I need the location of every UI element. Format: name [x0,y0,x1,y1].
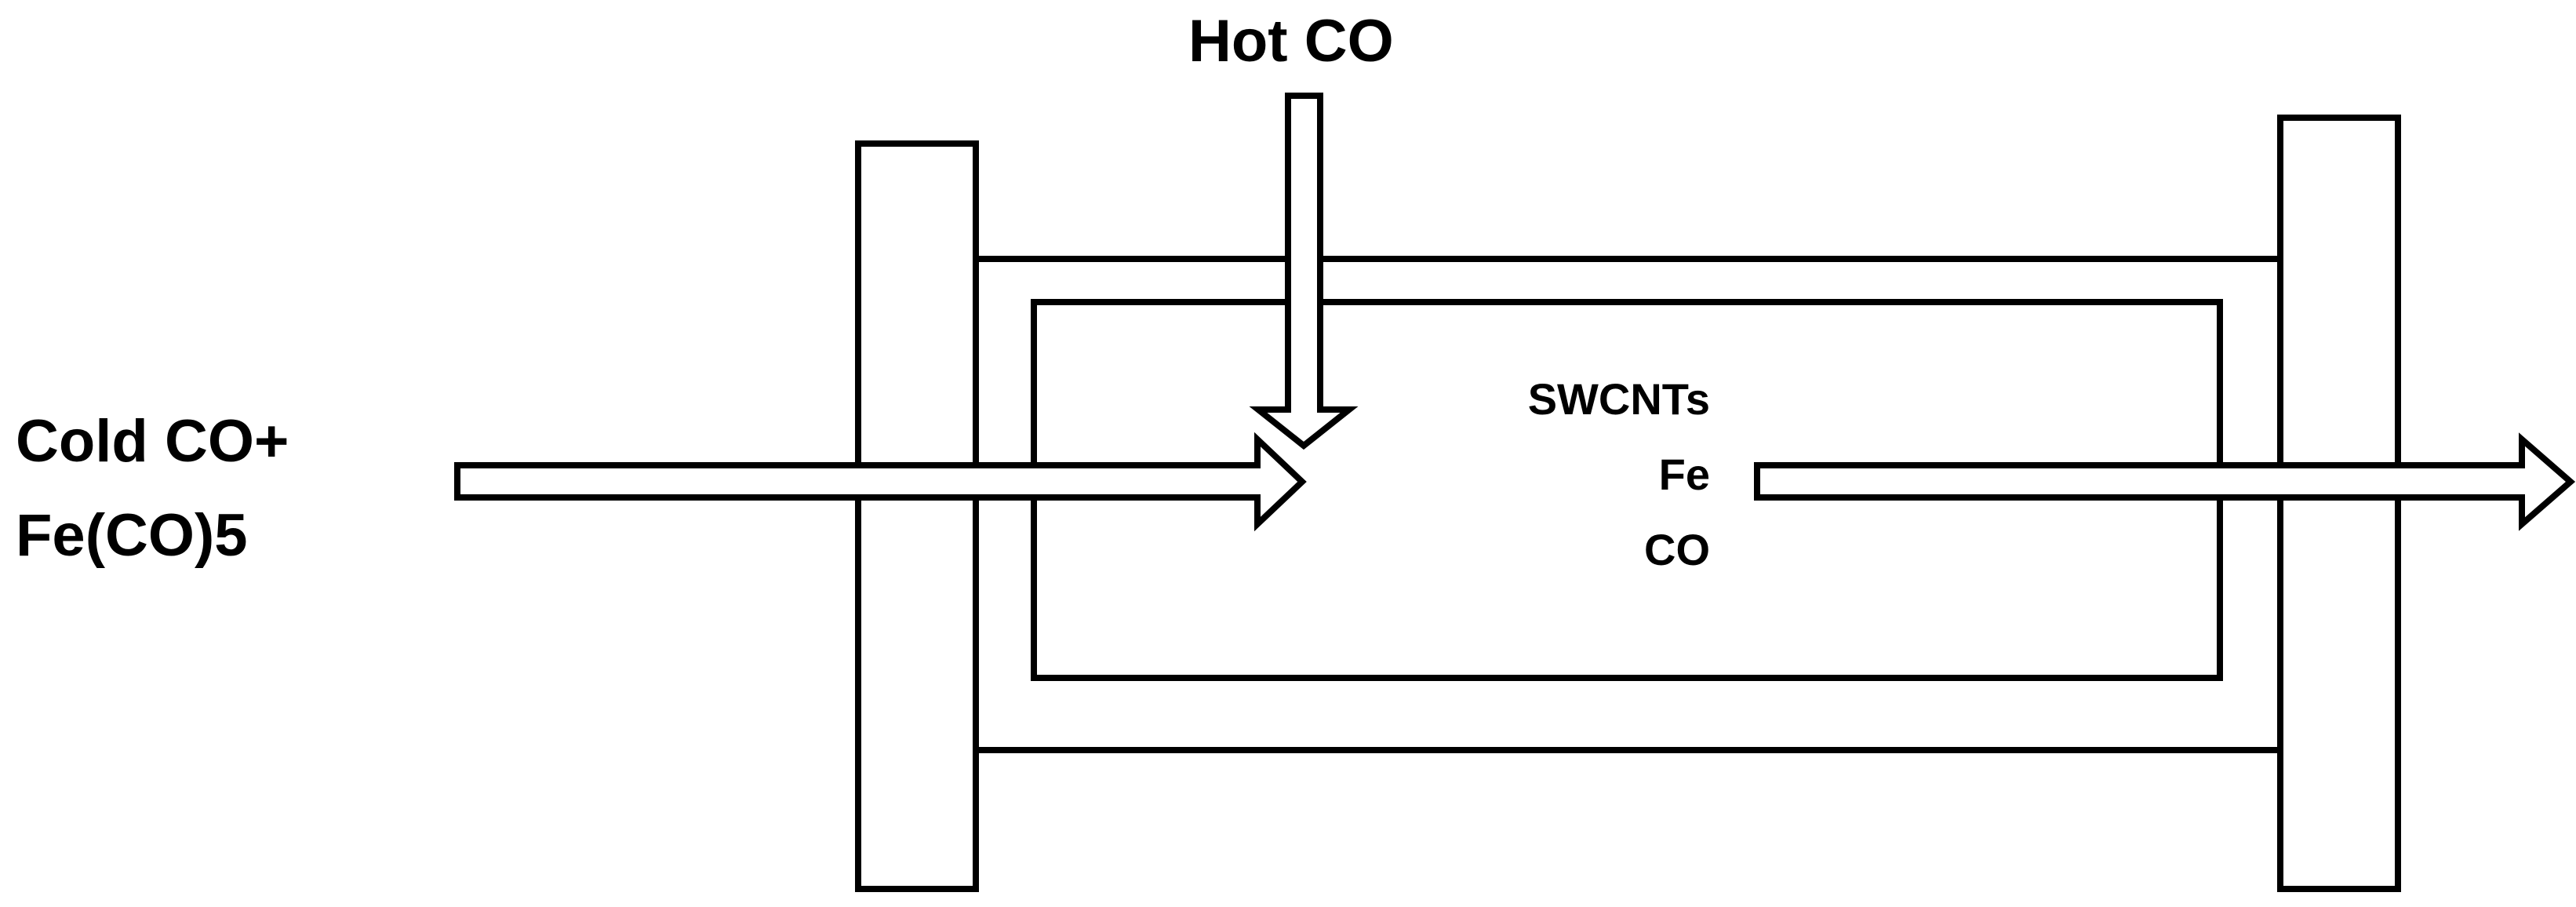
left-flange [855,140,979,892]
feed-label-line2: Fe(CO)5 [16,502,248,569]
inlet-arrow [454,432,1307,532]
product-label-swcnts: SWCNTs [1528,374,1710,424]
product-label-co: CO [1644,525,1710,574]
hot-co-label: Hot CO [1188,8,1394,75]
product-label-fe: Fe [1659,450,1710,499]
outlet-arrow [1754,432,2576,531]
feed-label-line1: Cold CO+ [16,408,289,475]
hot-co-arrow [1249,93,1359,450]
right-flange [2277,115,2401,892]
